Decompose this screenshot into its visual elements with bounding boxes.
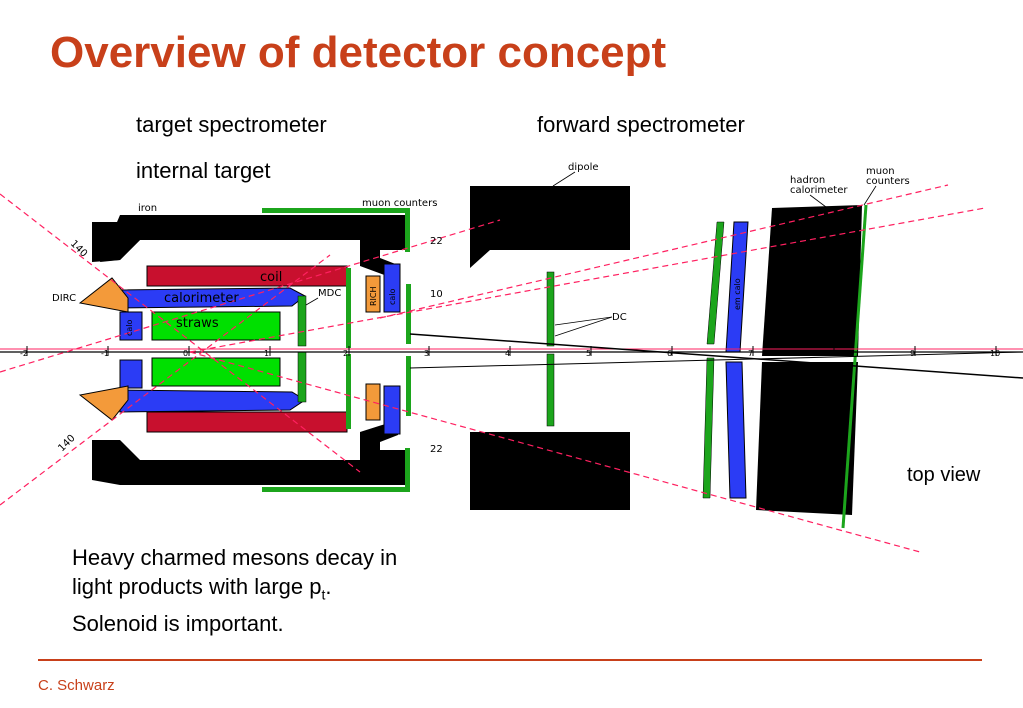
- beam-pipe-line-1: [409, 333, 1023, 379]
- target-spectrometer-label: target spectrometer: [136, 112, 327, 137]
- dipole-bottom: [470, 432, 630, 510]
- dipole-top: [470, 186, 630, 268]
- dirc-label: DIRC: [52, 293, 76, 304]
- dc-label: DC: [612, 312, 627, 323]
- slide-title: Overview of detector concept: [50, 28, 667, 77]
- muon-counter-top-side: [405, 210, 410, 252]
- track-line: [0, 219, 501, 373]
- dirc-top: [78, 277, 129, 313]
- rich-label: RICH: [369, 286, 378, 306]
- muon-counter-bottom-side: [405, 448, 410, 490]
- forward-spectrometer-label: forward spectrometer: [537, 112, 745, 137]
- track-line: [189, 351, 921, 553]
- axis-tick-label: 9: [910, 349, 915, 358]
- leader-line: [554, 316, 613, 337]
- angle-label: 22: [430, 236, 443, 247]
- axis-tick-label: 7: [748, 349, 753, 358]
- dipole-label: dipole: [568, 162, 599, 173]
- beam-pipe-line-2: [409, 351, 1023, 369]
- coil-bottom: [146, 411, 348, 433]
- note-line-2: light products with large pt.: [72, 572, 397, 609]
- internal-target-label: internal target: [136, 158, 271, 183]
- physics-note: Heavy charmed mesons decay in light prod…: [72, 543, 397, 638]
- inner-plane-top: [297, 295, 307, 347]
- track-line: [189, 207, 986, 353]
- axis-tick-label: 5: [586, 349, 591, 358]
- endcap-plane-2-bottom: [406, 356, 411, 416]
- note-line-2-text: light products with large p: [72, 574, 322, 599]
- axis-tick-label: 6: [667, 349, 672, 358]
- track-line: [379, 184, 949, 319]
- iron-yoke-top-inner: [92, 222, 140, 262]
- hadron-calorimeter-label: calorimeter: [790, 185, 848, 196]
- axis-tick-label: 3: [424, 349, 429, 358]
- angle-label: 22: [430, 444, 443, 455]
- fwd-green-plane-top: [706, 221, 725, 345]
- hadron-calorimeter-top: [762, 205, 862, 356]
- axis-tick-label: 4: [505, 349, 510, 358]
- axis-tick-label: -1: [101, 349, 109, 358]
- leader-line: [554, 316, 613, 326]
- straws-bottom: [151, 357, 281, 387]
- dirc-bottom: [78, 385, 129, 421]
- calo-small-label: calo: [125, 319, 134, 336]
- em-calo-bottom: [725, 361, 747, 499]
- calo-end-label: calo: [388, 288, 397, 305]
- note-line-3: Solenoid is important.: [72, 611, 284, 637]
- angle-label: 10: [430, 289, 443, 300]
- calorimeter-label: calorimeter: [164, 291, 239, 306]
- muon-counter-bottom: [262, 487, 410, 492]
- endcap-plane-2-top: [406, 284, 411, 344]
- top-view-label: top view: [907, 464, 981, 486]
- dipole-plane-top: [546, 271, 555, 347]
- track-line: [0, 254, 331, 506]
- rich-top: [365, 275, 381, 313]
- angle-label: 140: [68, 238, 89, 259]
- mdc-label: MDC: [318, 288, 341, 299]
- leader-line: [552, 171, 576, 187]
- straws-top: [151, 311, 281, 341]
- note-line-2-subscript: t: [321, 586, 326, 603]
- axis-tick-label: 10: [990, 349, 1000, 358]
- muon-counters-fwd-label: muon: [866, 166, 895, 177]
- axis-tick-label: -2: [20, 349, 28, 358]
- calo-end-top: [383, 263, 401, 313]
- iron-label: iron: [138, 203, 157, 214]
- calo-end-bottom: [383, 385, 401, 435]
- muon-counters-fwd-label: counters: [866, 176, 910, 187]
- angle-label: 140: [56, 433, 77, 454]
- hadron-calorimeter-label: hadron: [790, 175, 825, 186]
- footer-divider: [38, 659, 982, 661]
- leader-line: [863, 185, 877, 206]
- dipole-plane-bottom: [546, 353, 555, 427]
- endcap-plane-1-top: [346, 268, 351, 348]
- muon-counter-top: [262, 208, 410, 213]
- leader-line: [305, 297, 319, 306]
- axis-tick-label: 2: [343, 349, 348, 358]
- em-calo-label: em calo: [733, 278, 742, 310]
- axis-tick-label: 0: [183, 349, 188, 358]
- hadron-calorimeter-bottom: [756, 362, 858, 515]
- footer-author: C. Schwarz: [38, 677, 115, 694]
- coil-label: coil: [260, 270, 282, 285]
- axis-tick-label: 8: [829, 349, 834, 358]
- calo-small-top: [119, 311, 143, 341]
- inner-plane-bottom: [297, 351, 307, 403]
- straws-label: straws: [176, 316, 219, 331]
- iron-yoke-bottom: [92, 440, 405, 485]
- track-line: [0, 193, 361, 473]
- note-line-2-end: .: [325, 574, 332, 599]
- muon-counters-label: muon counters: [362, 198, 437, 209]
- iron-yoke-top: [100, 215, 405, 262]
- leader-line: [809, 194, 831, 211]
- axis-tick-label: 1: [264, 349, 269, 358]
- rich-bottom: [365, 383, 381, 421]
- note-line-1: Heavy charmed mesons decay in: [72, 545, 398, 570]
- fwd-green-plane-bottom: [702, 357, 715, 499]
- calo-small-bottom: [119, 359, 143, 389]
- endcap-plane-1-bottom: [346, 354, 351, 429]
